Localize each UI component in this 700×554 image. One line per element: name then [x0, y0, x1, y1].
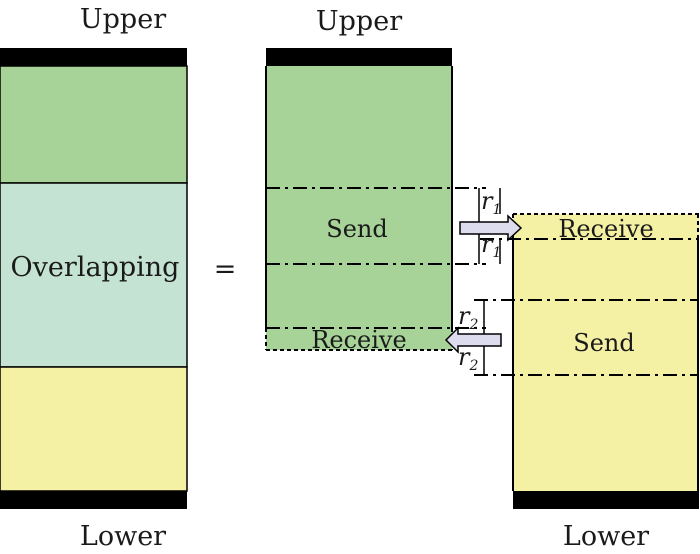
r1-bottom-label: r1 [481, 230, 501, 261]
left-lower-region [0, 366, 188, 492]
lower-region [513, 214, 699, 491]
upper-region [266, 66, 452, 350]
upper-block: Send Receive Upper [265, 6, 486, 354]
r2-top-label: r2 [458, 302, 478, 333]
left-upper-bar [0, 48, 187, 66]
equals-sign: = [214, 254, 237, 285]
left-lower-bar [0, 491, 187, 509]
upper-top-bar [266, 48, 452, 66]
left-lower-label: Lower [80, 521, 166, 552]
lower-bottom-bar [513, 491, 699, 509]
upper-send-label: Send [326, 215, 387, 243]
r2-bottom-label: r2 [458, 343, 478, 374]
overlap-widths: r1 r1 r2 r2 [458, 187, 501, 375]
lower-send-label: Send [573, 329, 634, 357]
upper-label: Upper [316, 6, 402, 37]
send-left-arrow-icon [444, 326, 502, 354]
left-overlap-region [0, 182, 188, 368]
lower-label: Lower [563, 521, 649, 552]
left-upper-label: Upper [80, 4, 166, 35]
left-overlap-label: Overlapping [11, 252, 180, 283]
lower-block: Receive Send Lower [474, 213, 699, 552]
left-column: Upper Overlapping Lower [0, 4, 188, 552]
r1-top-label: r1 [481, 187, 501, 218]
send-right-arrow-icon [459, 214, 523, 242]
left-upper-region [0, 65, 188, 184]
lower-receive-label: Receive [558, 215, 653, 243]
upper-receive-label: Receive [311, 326, 406, 354]
